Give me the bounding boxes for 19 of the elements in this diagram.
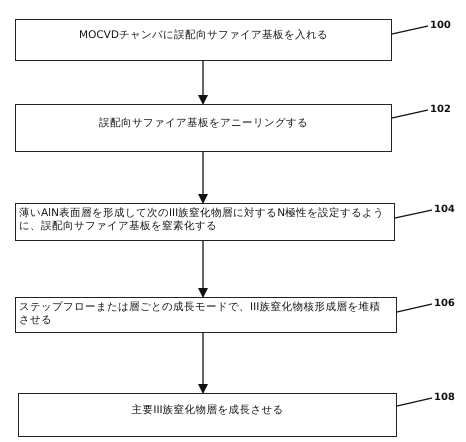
process-box: 薄いAlN表面層を形成して次のIII族窒化物層に対するN極性を設定するように、誤配向サファイア基板を窒素化する: [15, 203, 395, 241]
process-box: MOCVDチャンバに誤配向サファイア基板を入れる: [15, 19, 392, 61]
reference-number: 102: [430, 104, 451, 115]
reference-number: 100: [430, 20, 451, 31]
leader-line: [394, 209, 432, 219]
arrow: [198, 61, 208, 105]
process-box: ステップフローまたは層ごとの成長モードで、III族窒化物核形成層を堆積させる: [15, 297, 397, 333]
process-box: 誤配向サファイア基板をアニーリングする: [15, 104, 392, 152]
arrow: [198, 241, 208, 298]
arrow: [198, 152, 208, 204]
reference-number: 108: [434, 392, 455, 403]
reference-number: 104: [434, 204, 455, 215]
leader-line: [396, 303, 432, 313]
process-box: 主要III族窒化物層を成長させる: [18, 393, 397, 437]
reference-number: 106: [434, 298, 455, 309]
arrow: [198, 333, 208, 394]
leader-line: [396, 397, 432, 407]
leader-line: [392, 25, 428, 35]
leader-line: [392, 109, 428, 119]
